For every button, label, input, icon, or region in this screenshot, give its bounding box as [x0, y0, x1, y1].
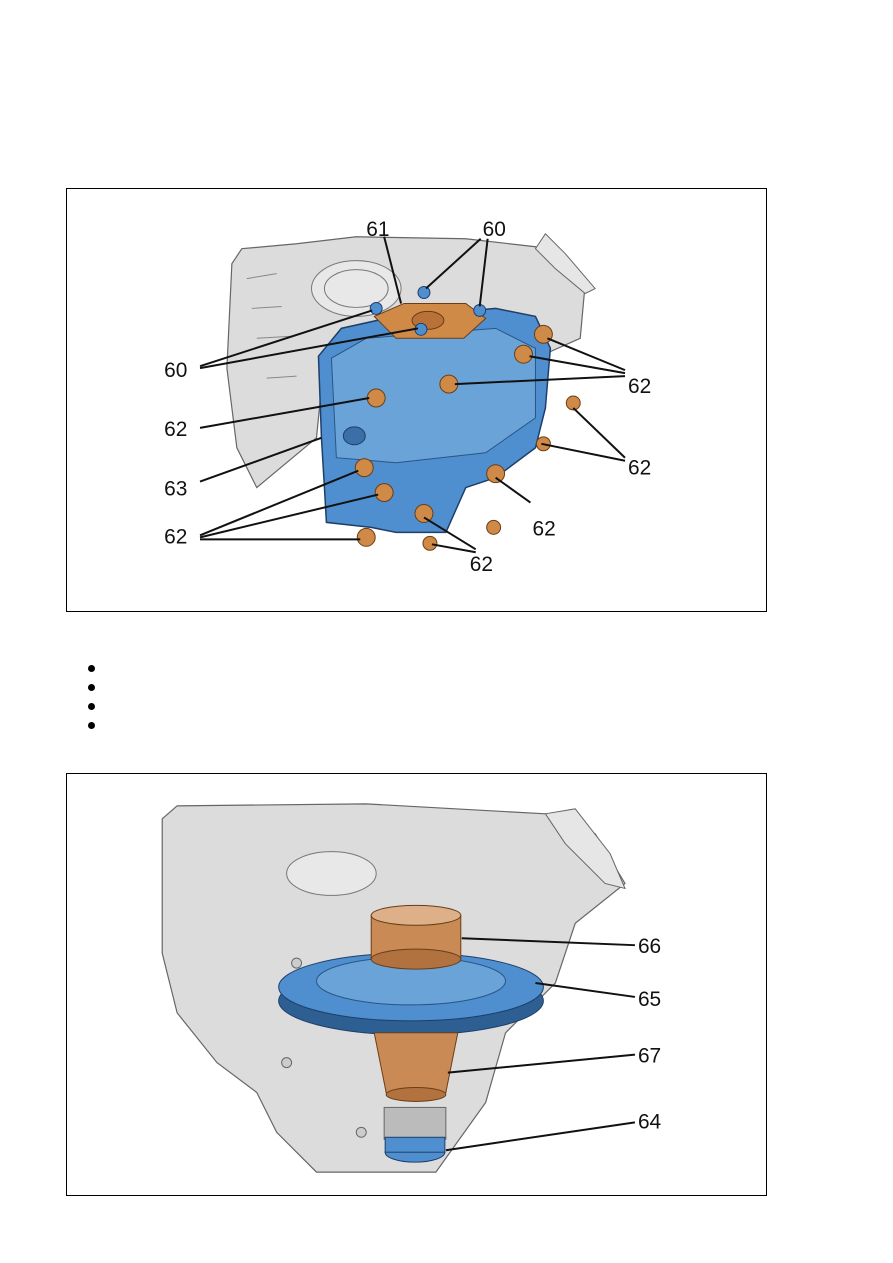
callout-61: 61	[366, 218, 389, 241]
callout-63: 63	[164, 478, 187, 501]
bullet-item	[88, 715, 688, 734]
bearing-part-66	[370, 904, 462, 970]
callout-62-left-lower: 62	[164, 525, 187, 548]
transfer-cover-illustration: 61 60 60 62 62 62 63 62 62 62	[164, 218, 651, 576]
callout-62-right-mid: 62	[628, 457, 651, 480]
callout-66: 66	[638, 935, 661, 958]
bullet-item	[88, 696, 688, 715]
callout-62-center-right: 62	[532, 517, 555, 540]
figure-transfer-cover: 61 60 60 62 62 62 63 62 62 62	[66, 188, 767, 612]
callout-62-left-upper: 62	[164, 418, 187, 441]
bullet-item	[88, 658, 688, 677]
callout-65: 65	[638, 988, 661, 1011]
transfer-cover-part-63	[317, 307, 552, 534]
callout-60-left: 60	[164, 359, 187, 382]
leader-lines	[445, 937, 636, 1152]
instruction-bullet-list	[88, 658, 688, 734]
bearing-part-67	[373, 1032, 459, 1102]
seal-part-64	[383, 1106, 447, 1163]
callout-62-bottom: 62	[470, 553, 493, 576]
callout-67: 67	[638, 1045, 661, 1068]
bullet-item	[88, 677, 688, 696]
differential-illustration: 66 65 67 64	[161, 803, 661, 1173]
gearbox-housing-drawing	[226, 233, 596, 489]
figure-differential: 66 65 67 64	[66, 773, 767, 1196]
callout-60-top: 60	[483, 218, 506, 241]
callout-62-right-upper: 62	[628, 375, 651, 398]
callout-64: 64	[638, 1110, 661, 1133]
leader-lines	[199, 236, 626, 554]
